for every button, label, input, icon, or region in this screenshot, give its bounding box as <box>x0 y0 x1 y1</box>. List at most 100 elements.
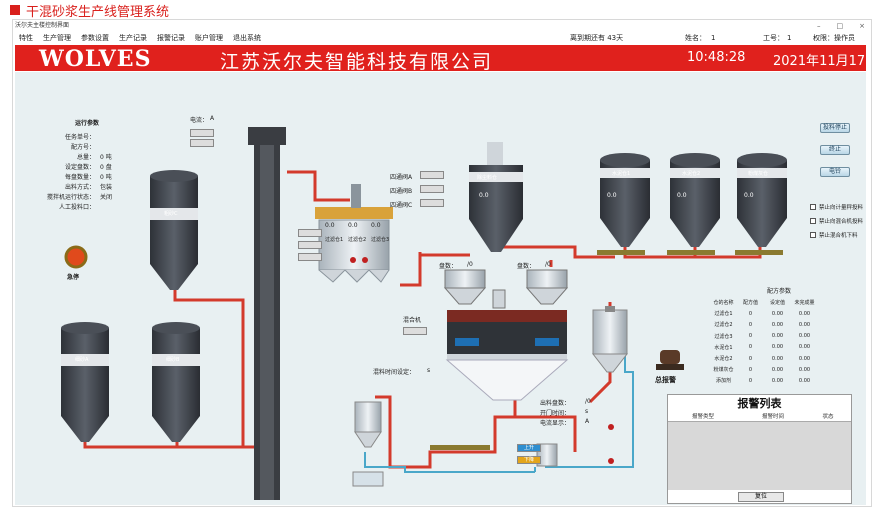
terminate-button[interactable]: 终止 <box>820 145 850 155</box>
diverter-b-button[interactable] <box>420 185 444 193</box>
checkbox-no-feed-scale[interactable]: 禁止向计量秤投料 <box>810 203 863 211</box>
sieve-button-2[interactable] <box>298 241 322 249</box>
diverter-c-button[interactable] <box>420 199 444 207</box>
sieve-value-2: 0.0 <box>348 222 358 229</box>
dust-collector <box>591 306 629 373</box>
mixer <box>445 310 569 401</box>
silo-label-fine-a: 细砂A <box>75 357 89 363</box>
diverter-a-button[interactable] <box>420 171 444 179</box>
sieve-button-1[interactable] <box>298 229 322 237</box>
silo-label-coarse-c: 粗砂C <box>164 211 178 217</box>
name-value: 1 <box>711 34 716 42</box>
menu-item-records[interactable]: 生产记录 <box>119 34 147 42</box>
silo-label-cement-1: 水泥仓1 <box>612 171 631 177</box>
menu-item-feature[interactable]: 特性 <box>19 34 33 42</box>
menu-item-params[interactable]: 参数设置 <box>81 34 109 42</box>
silo-cement-2 <box>670 153 720 247</box>
sieve-button-3[interactable] <box>298 253 322 261</box>
company-name: 江苏沃尔夫智能科技有限公司 <box>220 51 494 73</box>
silo-dedust <box>469 142 523 252</box>
current-label: 电流： <box>190 117 209 124</box>
main-alarm-label: 总报警 <box>655 376 676 384</box>
window-controls: – □ × <box>817 20 865 32</box>
silo-label-cement-2: 水泥仓2 <box>682 171 701 177</box>
sieve-value-1: 0.0 <box>325 222 335 229</box>
recipe-title: 配方参数 <box>767 288 792 295</box>
menu-item-accounts[interactable]: 账户管理 <box>195 34 223 42</box>
hopper-right-label: 盘数： <box>517 263 536 270</box>
param-label-total: 总量： <box>76 154 95 161</box>
silo-value-cement-2: 0.0 <box>677 192 687 199</box>
param-label-mixer-status: 搅拌机运行状态： <box>46 194 95 201</box>
param-value-total: 0 吨 <box>100 154 112 161</box>
discharge-count-label: 出料盘数： <box>540 400 571 407</box>
worker-label: 工号： <box>763 34 784 42</box>
silo-label-fine-b: 细砂B <box>166 357 180 363</box>
silo-fine-a <box>61 322 109 442</box>
clock-time: 10:48:28 <box>687 50 746 65</box>
bulk-loader <box>536 443 558 467</box>
sieve-value-3: 0.0 <box>371 222 381 229</box>
alarm-col-type: 报警类型 <box>691 414 714 420</box>
param-value-discharge: 包装 <box>100 184 113 191</box>
hopper-right-value: /0 <box>545 261 551 268</box>
valves <box>350 257 614 464</box>
mixer-button[interactable] <box>403 327 427 335</box>
reset-button[interactable]: 复位 <box>738 492 784 502</box>
menu-item-exit[interactable]: 退出系统 <box>233 34 261 42</box>
recipe-col-remaining: 未完成量 <box>794 300 815 307</box>
menu-bar: 特性 生产管理 参数设置 生产记录 报警记录 账户管理 退出系统 离到期还有 4… <box>13 32 871 44</box>
mixer-label: 混合机 <box>403 317 422 324</box>
open-time-label: 开门时间： <box>540 410 571 417</box>
bell-button[interactable]: 电铃 <box>820 167 850 177</box>
feed-stop-button[interactable]: 投料停止 <box>820 123 850 133</box>
lift-down-button[interactable]: 下降 <box>517 456 541 464</box>
emergency-stop-icon <box>64 245 88 269</box>
silo-value-cement-1: 0.0 <box>607 192 617 199</box>
name-label: 姓名： <box>685 34 706 42</box>
alarm-lamp-icon <box>660 350 680 364</box>
menu-item-production[interactable]: 生产管理 <box>43 34 71 42</box>
weigh-hopper-left <box>443 269 487 305</box>
lift-up-button[interactable]: 上升 <box>517 444 541 452</box>
silo-label-fly-ash: 粉煤灰仓 <box>748 171 769 177</box>
emergency-stop-label[interactable]: 急停 <box>67 274 80 281</box>
weigh-hopper-right <box>525 269 569 305</box>
elevator-stop-button[interactable] <box>190 139 214 147</box>
caption-text: 干混砂浆生产线管理系统 <box>26 4 170 20</box>
sieve-label-1: 过滤仓1 <box>325 237 344 243</box>
maximize-icon[interactable]: □ <box>836 22 844 30</box>
window-title: 沃尔夫主楼控制界面 <box>15 22 70 29</box>
param-value-per-batch: 0 吨 <box>100 174 112 181</box>
recipe-col-formula: 配方值 <box>742 300 758 307</box>
close-icon[interactable]: × <box>859 22 865 30</box>
silo-value-dedust: 0.0 <box>479 192 489 199</box>
process-diagram: 运行参数 任务单号： 配方号： 总量： 0 吨 设定盘数： 0 盘 每盘数量： … <box>15 72 866 505</box>
param-label-manual-port: 人工投料口： <box>58 204 95 211</box>
param-label-recipe: 配方号： <box>70 144 95 151</box>
mix-time-label: 混料时间设定： <box>373 369 416 376</box>
checkbox-no-feed-mixer[interactable]: 禁止向混合机投料 <box>810 217 863 225</box>
packing-machine <box>352 401 384 487</box>
elevator-start-button[interactable] <box>190 129 214 137</box>
run-params-title: 运行参数 <box>75 120 100 127</box>
diverter-a-label: 四通阀A <box>390 174 413 181</box>
alarm-col-status: 状态 <box>822 414 834 420</box>
hopper-left-label: 盘数： <box>439 263 458 270</box>
minimize-icon[interactable]: – <box>817 22 821 30</box>
checkbox-no-mixer-discharge[interactable]: 禁止混合机下料 <box>810 231 858 239</box>
param-label-discharge: 出料方式： <box>64 184 95 191</box>
silo-value-fly-ash: 0.0 <box>744 192 754 199</box>
discharge-count-value: /0 <box>585 398 591 405</box>
sieve-label-3: 过滤仓3 <box>371 237 390 243</box>
menu-item-alarm-records[interactable]: 报警记录 <box>157 34 185 42</box>
hopper-left-value: /0 <box>467 261 473 268</box>
recipe-col-set: 设定值 <box>769 300 785 307</box>
silo-cement-1 <box>600 153 650 247</box>
